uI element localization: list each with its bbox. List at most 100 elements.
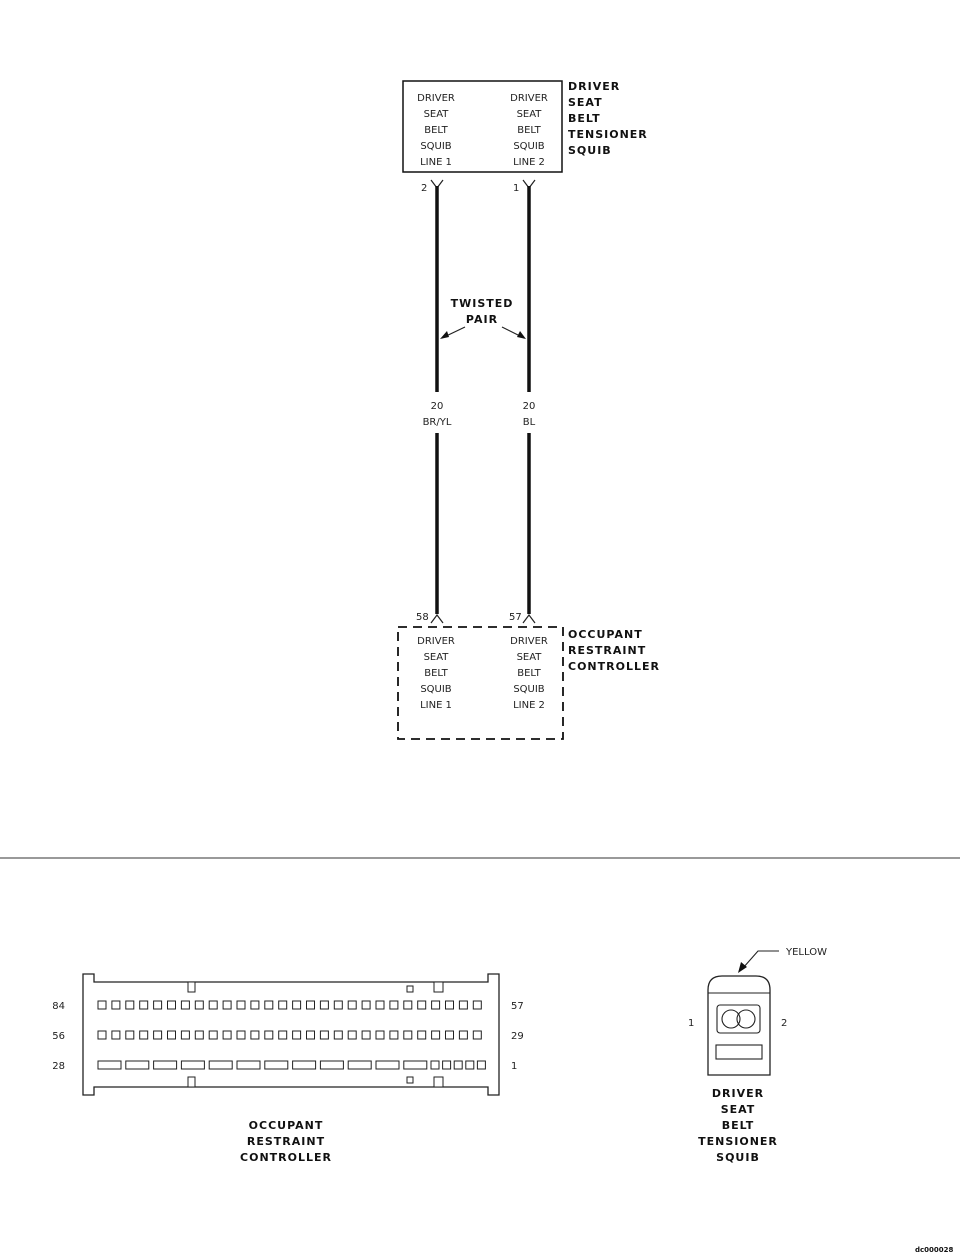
connector-cavity [375, 1000, 385, 1010]
connector-cavity [347, 1030, 357, 1040]
connector-key [406, 985, 414, 993]
squib-left-function-line: SEAT [424, 109, 450, 120]
connector-cavity [453, 1060, 463, 1070]
controller-right-function: DRIVER SEAT BELT SQUIB LINE 2 [510, 636, 548, 711]
connector-cavity [375, 1060, 400, 1070]
connector-cavity [180, 1000, 190, 1010]
controller-connector-label-line: RESTRAINT [247, 1135, 325, 1148]
connector-cavity [278, 1030, 288, 1040]
connector-cavity [458, 1030, 468, 1040]
connector-cavity [194, 1030, 204, 1040]
connector-cavity [347, 1000, 357, 1010]
squib-right-function-line: DRIVER [510, 93, 548, 104]
squib-label-line: DRIVER [568, 80, 620, 93]
controller-right-function-line: BELT [517, 668, 541, 679]
connector-cavity [278, 1000, 288, 1010]
connector-cavity [222, 1030, 232, 1040]
controller-left-function-line: DRIVER [417, 636, 455, 647]
connector-cavity [167, 1030, 176, 1040]
controller-component-label: OCCUPANT RESTRAINT CONTROLLER [568, 628, 660, 673]
wire-br-yl-gauge: 20 [431, 401, 444, 412]
squib-right-function-line: LINE 2 [513, 157, 545, 168]
connector-cavity [431, 1000, 441, 1010]
connector-key [433, 1076, 444, 1088]
controller-right-function-line: SEAT [517, 652, 543, 663]
squib-connector-label-line: SEAT [721, 1103, 756, 1116]
squib-right-function-line: SEAT [517, 109, 543, 120]
connector-cavity [180, 1060, 205, 1070]
connector-cavity [417, 1000, 427, 1010]
controller-left-function-line: LINE 1 [420, 700, 452, 711]
squib-label-line: SEAT [568, 96, 603, 109]
connector-cavity [306, 1000, 315, 1010]
connector-cavity [250, 1000, 260, 1010]
controller-left-pin-symbol [430, 614, 444, 624]
row-label-left: 56 [52, 1031, 65, 1042]
squib-connector-label-line: DRIVER [712, 1087, 764, 1100]
connector-cavity [236, 1000, 246, 1010]
squib-latch [715, 1044, 763, 1060]
row-label-right: 29 [511, 1031, 524, 1042]
connector-cavity [97, 1060, 122, 1070]
connector-cavity [250, 1030, 260, 1040]
controller-component-box [397, 626, 564, 740]
connector-cavity [125, 1060, 150, 1070]
connector-cavity [167, 1000, 176, 1010]
connector-cavity [417, 1030, 427, 1040]
connector-cavity [333, 1030, 343, 1040]
connector-cavity [139, 1030, 149, 1040]
connector-cavity [264, 1030, 274, 1040]
connector-key [187, 1076, 196, 1088]
squib-connector-label-line: SQUIB [716, 1151, 760, 1164]
connector-cavity [111, 1030, 121, 1040]
controller-label-line: CONTROLLER [568, 660, 660, 673]
connector-key [406, 1076, 414, 1084]
squib-connector-view [707, 950, 779, 1076]
twisted-pair-right-arrowhead [517, 331, 526, 339]
connector-cavity [319, 1060, 344, 1070]
connector-cavity [319, 1030, 329, 1040]
squib-connector-housing [707, 975, 771, 1076]
connector-cavity [292, 1000, 302, 1010]
connector-cavity [222, 1000, 232, 1010]
controller-connector-label: OCCUPANT RESTRAINT CONTROLLER [240, 1119, 331, 1164]
squib-pin-left: 1 [688, 1018, 694, 1029]
connector-cavity [431, 1030, 441, 1040]
connector-cavity [445, 1030, 454, 1040]
connector-cavity [445, 1000, 454, 1010]
squib-component-box [402, 80, 563, 173]
controller-left-function-line: BELT [424, 668, 448, 679]
connector-cavity [403, 1060, 428, 1070]
twisted-pair-line: TWISTED [451, 297, 514, 310]
connector-key [187, 981, 196, 993]
connector-cavity [153, 1060, 178, 1070]
connector-cavity [236, 1030, 246, 1040]
connector-cavity [139, 1000, 149, 1010]
controller-right-pin: 57 [509, 612, 522, 623]
connector-cavity [111, 1000, 121, 1010]
connector-cavity [208, 1060, 233, 1070]
squib-terminal-frame [716, 1004, 761, 1034]
controller-label-line: OCCUPANT [568, 628, 643, 641]
squib-right-function-line: BELT [517, 125, 541, 136]
connector-cavity [97, 1000, 107, 1010]
controller-label-line: RESTRAINT [568, 644, 646, 657]
squib-left-function-line: DRIVER [417, 93, 455, 104]
wire-bl-gauge: 20 [523, 401, 536, 412]
row-label-right: 57 [511, 1001, 524, 1012]
squib-left-function-line: BELT [424, 125, 448, 136]
connector-cavity [442, 1060, 452, 1070]
connector-cavity [306, 1030, 315, 1040]
squib-left-pin: 2 [421, 183, 427, 194]
connector-cavity [208, 1000, 218, 1010]
controller-right-function-line: SQUIB [513, 684, 544, 695]
connector-cavity [264, 1060, 289, 1070]
connector-cavity [361, 1000, 371, 1010]
connector-cavity [361, 1030, 371, 1040]
row-label-left: 84 [52, 1001, 65, 1012]
twisted-pair-label: TWISTED PAIR [451, 297, 514, 326]
connector-cavity [458, 1000, 468, 1010]
connector-cavity [430, 1060, 440, 1070]
controller-left-function: DRIVER SEAT BELT SQUIB LINE 1 [417, 636, 455, 711]
